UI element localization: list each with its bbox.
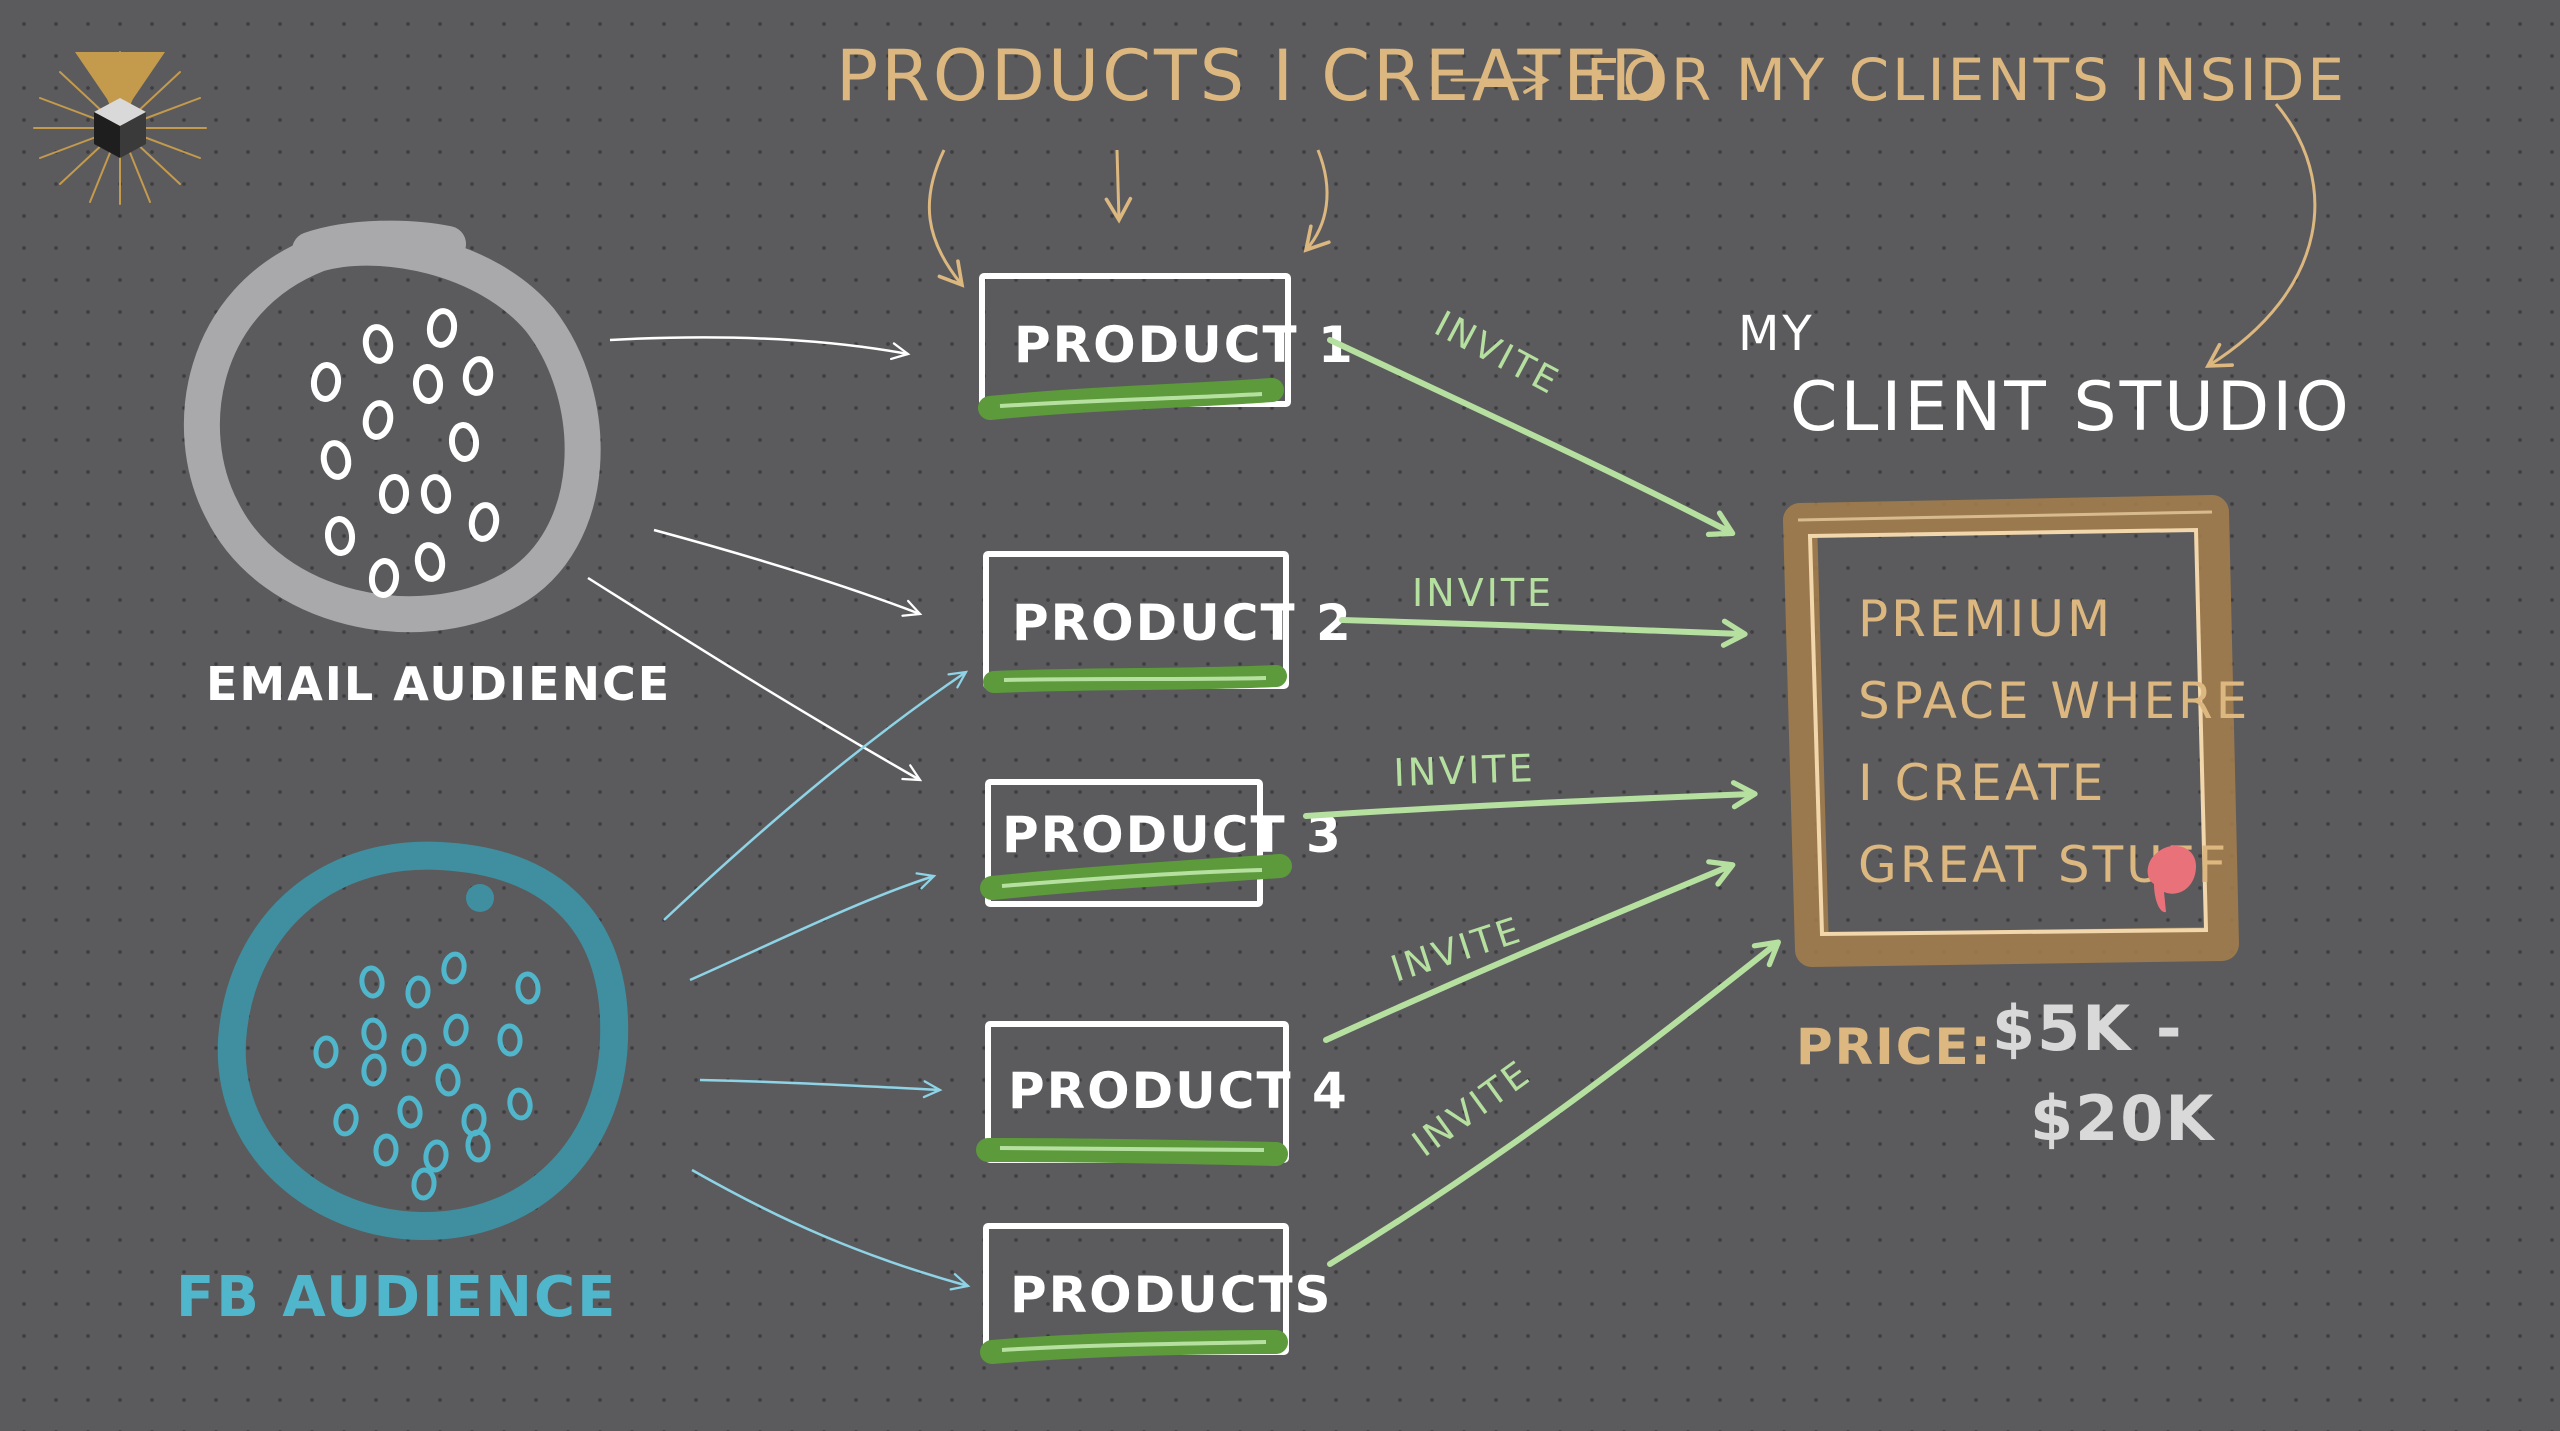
- studio-description-line: Space where: [1858, 672, 2250, 730]
- header-to-product-arrow: [1104, 149, 1133, 224]
- email-audience-members: [310, 308, 500, 598]
- audience-member-dot: [310, 362, 342, 402]
- audience-member-dot: [401, 1033, 427, 1067]
- brand-logo: [33, 51, 207, 205]
- invite-arrows: [1303, 337, 1781, 1267]
- studio-description-line: Premium: [1858, 590, 2113, 648]
- price-label: Price:: [1796, 1018, 1993, 1076]
- audience-member-dot: [412, 364, 444, 404]
- invite-label: Invite: [1428, 304, 1567, 404]
- heart-icon: [2147, 845, 2196, 913]
- header-to-product-arrow: [927, 149, 965, 288]
- product-box[interactable]: Product 1: [978, 273, 1355, 420]
- audience-member-dot: [441, 951, 467, 985]
- product-label: Products: [1010, 1266, 1333, 1324]
- audience-member-dot: [362, 324, 394, 364]
- studio-description-line: I create: [1858, 754, 2106, 812]
- email-audience-label: Email Audience: [206, 657, 671, 711]
- header-subtitle: For my clients inside: [1586, 46, 2347, 114]
- audience-member-dot: [333, 1103, 359, 1137]
- audience-member-dot: [443, 1013, 469, 1047]
- fb-audience-ring: [217, 841, 629, 1241]
- product-box[interactable]: Products: [980, 1223, 1333, 1364]
- audience-member-dot: [397, 1095, 423, 1129]
- invite-label: Invite: [1405, 1052, 1539, 1165]
- product-list: Product 1 Product 2 Product 3 Product 4 …: [976, 273, 1355, 1364]
- fb-audience-label: FB Audience: [176, 1265, 617, 1330]
- audience-member-dot: [359, 965, 385, 999]
- audience-member-dot: [324, 516, 356, 556]
- header-title: Products I Created: [836, 35, 1667, 117]
- audience-member-dot: [423, 1139, 449, 1173]
- audience-member-dot: [313, 1035, 339, 1069]
- audience-member-dot: [435, 1063, 461, 1097]
- fb-audience-members: [313, 951, 541, 1201]
- price-min: $5K -: [1992, 992, 2184, 1065]
- product-box[interactable]: Product 3: [980, 779, 1343, 907]
- client-studio-box[interactable]: PremiumSpace whereI createGreat Stuff: [1783, 495, 2250, 967]
- email-audience-ring: [183, 229, 601, 633]
- subtitle-to-studio-arrow: [2204, 103, 2317, 368]
- studio-description: PremiumSpace whereI createGreat Stuff: [1858, 590, 2250, 894]
- audience-member-dot: [368, 558, 400, 598]
- email-audience: [183, 220, 601, 633]
- audience-member-dot: [361, 1053, 387, 1087]
- audience-member-dot: [507, 1087, 533, 1121]
- audience-member-dot: [426, 308, 458, 348]
- audience-member-dot: [405, 975, 431, 1009]
- product-label: Product 3: [1002, 806, 1343, 864]
- audience-member-dot: [378, 474, 410, 514]
- audience-member-dot: [497, 1023, 523, 1057]
- audience-member-dot: [414, 542, 446, 582]
- header-to-product-arrow: [1303, 149, 1331, 253]
- audience-member-dot: [468, 502, 500, 542]
- audience-member-dot: [320, 440, 352, 480]
- audience-member-dot: [448, 422, 480, 462]
- studio-title-line2: Client Studio: [1790, 368, 2352, 447]
- email-to-product-arrows: [587, 336, 923, 782]
- studio-title-line1: My: [1738, 306, 1815, 362]
- fb-to-product-arrows: [663, 670, 971, 1291]
- product-box[interactable]: Product 2: [983, 551, 1353, 693]
- audience-member-dot: [420, 474, 452, 514]
- audience-member-dot: [373, 1133, 399, 1167]
- audience-member-dot: [465, 1129, 491, 1163]
- audience-member-dot: [362, 400, 394, 440]
- product-box[interactable]: Product 4: [976, 1021, 1349, 1166]
- audience-member-dot: [462, 356, 494, 396]
- fb-audience: [217, 841, 629, 1241]
- price-max: $20K: [2030, 1082, 2215, 1155]
- product-label: Product 1: [1014, 316, 1355, 374]
- audience-member-dot: [361, 1017, 387, 1051]
- invite-label: Invite: [1412, 571, 1554, 615]
- audience-member-dot: [411, 1167, 437, 1201]
- invite-label: Invite: [1393, 746, 1537, 795]
- product-label: Product 2: [1012, 594, 1353, 652]
- product-label: Product 4: [1008, 1062, 1349, 1120]
- audience-member-dot: [515, 971, 541, 1005]
